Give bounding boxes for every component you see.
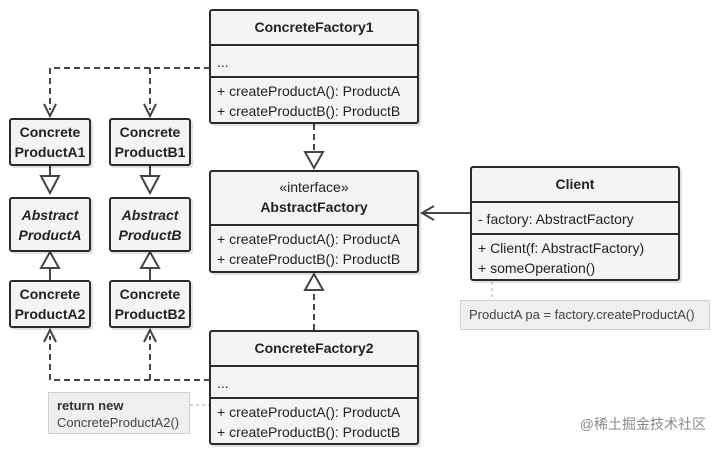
hollow-arrow-b2: [139, 249, 161, 269]
client-title: Client: [555, 176, 595, 192]
product-a2-line2: ProductA2: [14, 306, 86, 322]
watermark: @稀土掘金技术社区: [579, 416, 706, 432]
product-a1-line1: Concrete: [19, 124, 81, 140]
abstract-factory-methods: + createProductA(): ProductA + createPro…: [211, 224, 417, 271]
concrete-factory2-title: ConcreteFactory2: [254, 340, 374, 356]
client-class: Client - factory: AbstractFactory + Clie…: [470, 166, 680, 281]
arrowhead-client: [420, 205, 435, 221]
arrowhead-b1: [143, 103, 157, 119]
concrete-factory2-method-b: + createProductB(): ProductB: [217, 424, 401, 440]
hollow-arrow-cf2: [303, 271, 325, 291]
dep-cf2-to-a2: [49, 336, 210, 381]
concrete-factory2-methods: + createProductA(): ProductA + createPro…: [211, 397, 417, 443]
abstract-factory-header: «interface» AbstractFactory: [211, 172, 417, 224]
arrowhead-a1: [43, 103, 57, 119]
arrowhead-a2: [43, 327, 57, 343]
concrete-factory1-fields: ...: [211, 44, 417, 76]
product-b2-line2: ProductB2: [114, 306, 186, 322]
client-fields: - factory: AbstractFactory: [472, 201, 678, 233]
abstract-a-line1: Abstract: [21, 206, 79, 223]
abstract-a-line2: ProductA: [18, 226, 82, 243]
concrete-factory1-method-b: + createProductB(): ProductB: [217, 103, 401, 119]
concrete-factory1-method-a: + createProductA(): ProductA: [217, 83, 401, 99]
abstract-b-line1: Abstract: [121, 206, 179, 223]
factory2-note-line2: ConcreteProductA2(): [57, 415, 180, 430]
dep-cf1-to-a1: [49, 67, 210, 110]
abstract-factory-title: AbstractFactory: [260, 199, 368, 215]
abstract-factory-method-a: + createProductA(): ProductA: [217, 231, 401, 247]
abstract-factory-stereotype: «interface»: [279, 179, 349, 195]
product-a2-line1: Concrete: [19, 286, 81, 302]
product-b1-line1: Concrete: [119, 124, 181, 140]
client-note: ProductA pa = factory.createProductA(): [460, 300, 710, 330]
factory2-note-line1: return new: [57, 398, 124, 413]
hollow-arrow-b1: [139, 175, 161, 196]
factory2-note: return new ConcreteProductA2(): [48, 392, 190, 434]
concrete-factory2-class: ConcreteFactory2 ... + createProductA():…: [209, 330, 419, 445]
product-b1-line2: ProductB1: [114, 144, 186, 160]
hollow-arrow-a2: [39, 249, 61, 269]
client-note-text: ProductA pa = factory.createProductA(): [469, 307, 695, 322]
abstract-factory-interface: «interface» AbstractFactory + createProd…: [209, 170, 419, 273]
hollow-arrow-a1: [39, 175, 61, 196]
abstract-b-line2: ProductB: [118, 226, 182, 243]
concrete-factory2-method-a: + createProductA(): ProductA: [217, 404, 401, 420]
abstract-factory-method-b: + createProductB(): ProductB: [217, 251, 401, 267]
concrete-factory1-class: ConcreteFactory1 ... + createProductA():…: [209, 9, 419, 124]
concrete-factory2-fields: ...: [211, 365, 417, 397]
concrete-factory1-title: ConcreteFactory1: [254, 19, 374, 35]
concrete-factory1-methods: + createProductA(): ProductA + createPro…: [211, 76, 417, 122]
client-methods: + Client(f: AbstractFactory) + someOpera…: [472, 233, 678, 279]
hollow-arrow-cf1: [303, 151, 325, 171]
product-a1-line2: ProductA1: [14, 144, 86, 160]
client-method-constructor: + Client(f: AbstractFactory): [478, 240, 645, 256]
client-method-operation: + someOperation(): [478, 260, 596, 276]
product-b2-line1: Concrete: [119, 286, 181, 302]
arrowhead-b2: [143, 327, 157, 343]
